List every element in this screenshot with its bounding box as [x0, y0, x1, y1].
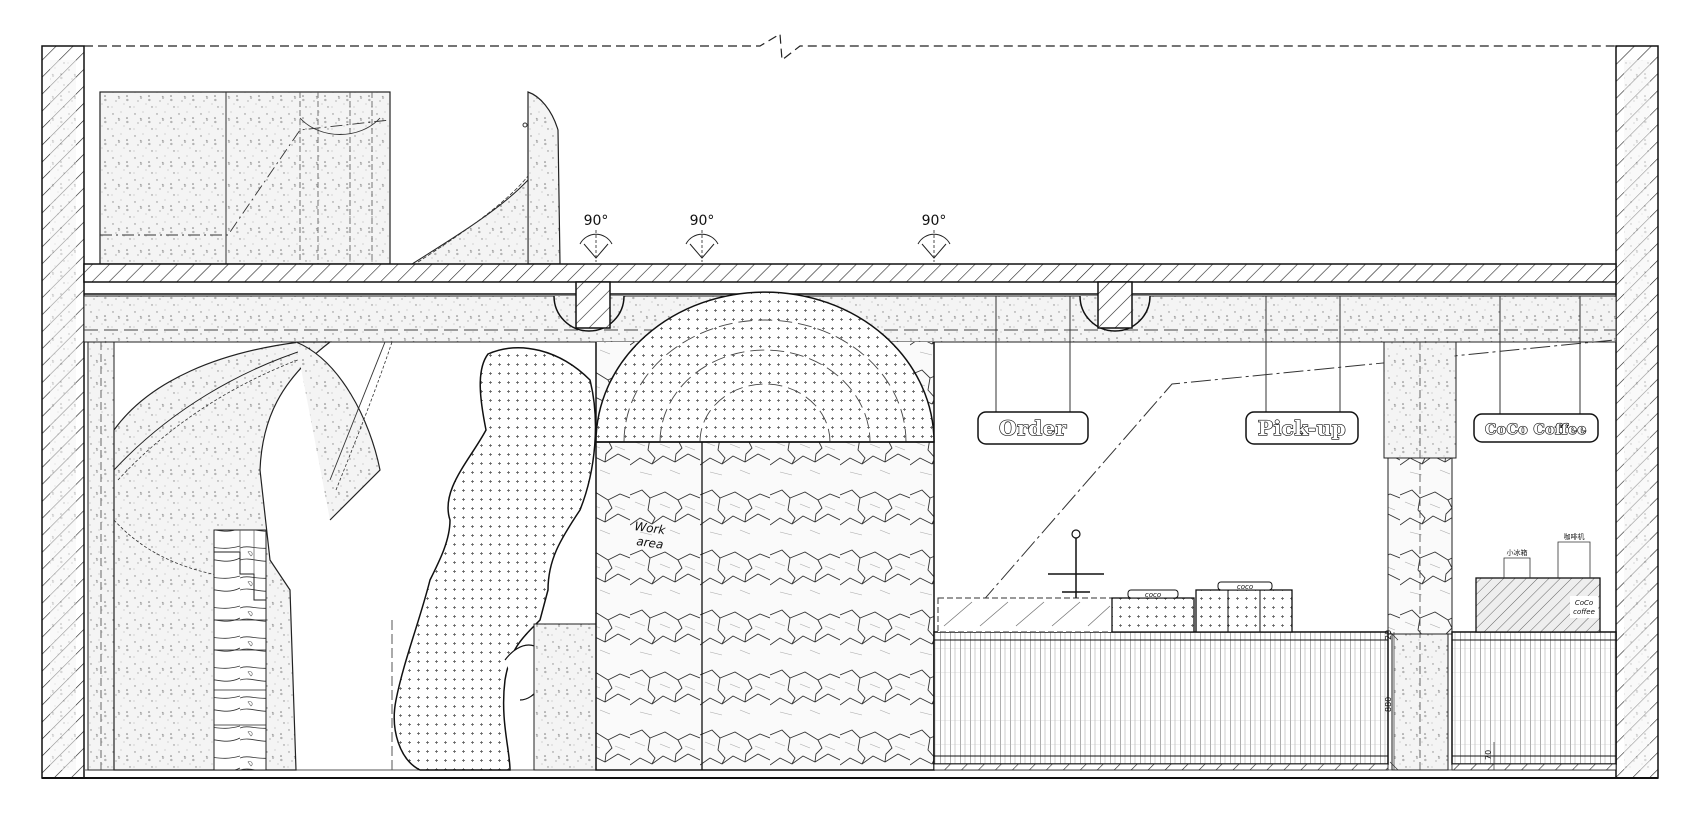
angle-label-2: 90° [690, 213, 715, 229]
dim-counter-top: 20 [1384, 630, 1393, 640]
right-wall-core [1624, 60, 1650, 770]
machine-brand-line1: CoCo [1575, 599, 1593, 607]
pastry-tray-1: coco [1111, 589, 1195, 633]
glass-display [937, 597, 1115, 633]
tray-2-logo: coco [1237, 583, 1253, 591]
machine-label-fridge: 小冰箱 [1507, 548, 1528, 557]
sign-brand-text: CoCo Coffee [1485, 422, 1587, 438]
work-area-arch [595, 291, 935, 771]
upper-slide [410, 91, 561, 265]
counter-right [1451, 631, 1617, 771]
dimension-markers: 20 880 70 [1384, 630, 1495, 771]
sign-order: Order [977, 411, 1089, 445]
break-line [84, 32, 1616, 62]
mid-column [533, 623, 597, 771]
sign-pickup-text: Pick-up [1258, 416, 1346, 440]
machine-brand-line2: coffee [1573, 608, 1595, 616]
dim-counter-height: 880 [1384, 697, 1393, 712]
angle-mark-1: 90° [579, 213, 613, 262]
left-wall-core [50, 60, 76, 770]
tray-1-logo: coco [1145, 591, 1161, 599]
right-column [1383, 341, 1457, 771]
ceiling-light-right [1079, 281, 1151, 332]
angle-label-3: 90° [922, 213, 947, 229]
sign-brand: CoCo Coffee [1473, 413, 1599, 443]
floor-slab [83, 263, 1617, 283]
dim-kick: 70 [1484, 750, 1493, 760]
sign-hangers [995, 296, 1581, 414]
stair-steps [213, 529, 267, 771]
work-area-label-line2: area [636, 534, 665, 552]
angle-label-1: 90° [584, 213, 609, 229]
work-area-label-line1: Work [634, 519, 668, 537]
sign-pickup: Pick-up [1245, 411, 1359, 445]
cup-stand [1048, 529, 1104, 598]
upper-stair-block [99, 91, 391, 265]
counter-left [933, 631, 1389, 771]
machine-label-coffee: 咖啡机 [1564, 532, 1585, 541]
pastry-tray-2: coco [1195, 581, 1293, 633]
section-line [939, 339, 1615, 651]
ceiling-light-left [553, 281, 625, 332]
angle-mark-3: 90° [917, 213, 951, 262]
angle-mark-2: 90° [685, 213, 719, 262]
coffee-machine: 小冰箱 咖啡机 CoCo coffee [1475, 532, 1601, 633]
sign-order-text: Order [999, 416, 1067, 440]
